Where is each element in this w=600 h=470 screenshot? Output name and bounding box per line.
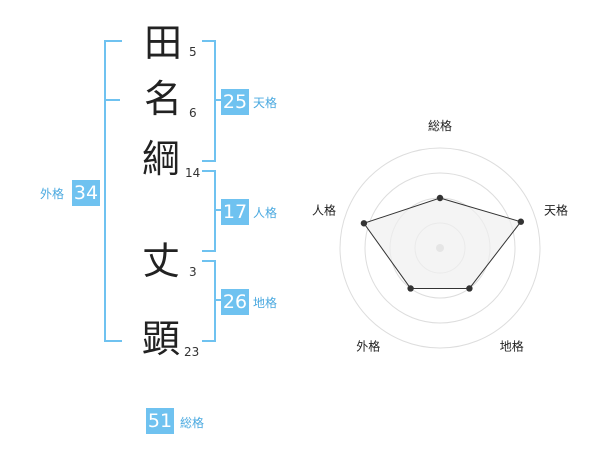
name-char-5: 顕 — [142, 317, 181, 361]
stroke-count-5: 23 — [184, 345, 200, 359]
stroke-count-1: 5 — [189, 45, 197, 59]
radar-axis-label-4: 外格 — [356, 339, 380, 354]
stroke-count-4: 3 — [189, 265, 197, 279]
stroke-count-2: 6 — [189, 106, 197, 120]
radar-point-4 — [407, 285, 414, 292]
gaikaku-label: 外格 — [40, 187, 65, 201]
gaikaku-bracket — [104, 40, 122, 342]
jinkaku-bracket — [202, 170, 216, 252]
radar-polygon — [363, 197, 522, 289]
chikaku-badge: 26 — [221, 289, 249, 315]
tenkaku-bracket-tick — [214, 99, 221, 101]
radar-axis-label-1: 総格 — [428, 118, 452, 133]
name-char-4: 丈 — [142, 239, 181, 283]
soukaku-badge: 51 — [146, 408, 174, 434]
tenkaku-label: 天格 — [253, 96, 278, 110]
tenkaku-badge: 25 — [221, 89, 249, 115]
radar-point-1 — [436, 194, 444, 202]
name-char-1: 田 — [144, 21, 183, 65]
soukaku-label: 総格 — [180, 416, 205, 430]
radar-axis-label-2: 天格 — [544, 202, 568, 217]
gaikaku-bracket-tick — [104, 99, 120, 101]
stroke-count-3: 14 — [185, 166, 201, 180]
chikaku-bracket-tick — [214, 299, 221, 301]
jinkaku-badge: 17 — [221, 199, 249, 225]
radar-ring-3 — [364, 172, 516, 324]
name-char-3: 綱 — [142, 137, 181, 181]
radar-point-3 — [466, 285, 473, 292]
radar-axis-label-3: 地格 — [500, 339, 524, 354]
name-char-2: 名 — [144, 77, 183, 121]
jinkaku-bracket-tick — [214, 209, 221, 211]
radar-point-5 — [360, 220, 368, 227]
tenkaku-bracket — [202, 40, 216, 162]
gaikaku-badge: 34 — [72, 180, 100, 206]
chikaku-bracket — [202, 260, 216, 342]
jinkaku-label: 人格 — [253, 206, 278, 220]
radar-point-2 — [517, 218, 525, 225]
radar-axis-label-5: 人格 — [312, 202, 336, 217]
radar-ring-4 — [339, 147, 541, 349]
chikaku-label: 地格 — [253, 296, 278, 310]
